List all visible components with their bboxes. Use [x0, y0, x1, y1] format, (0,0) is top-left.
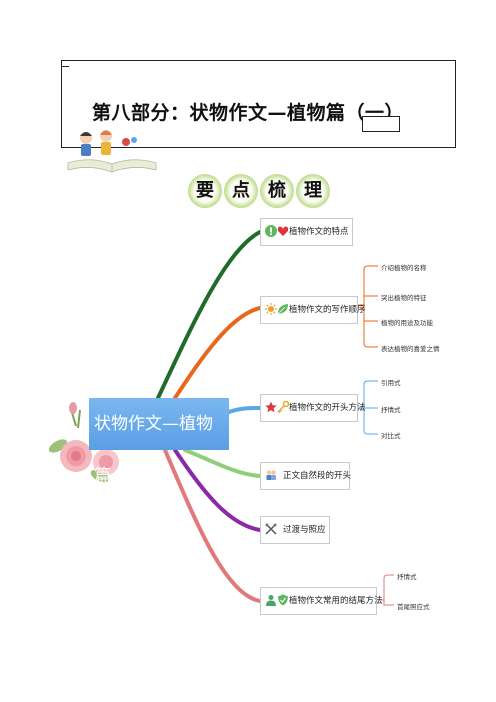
sub-item: 表达植物的喜爱之情 [381, 345, 440, 353]
sub-item: 介绍植物的名称 [381, 264, 427, 272]
branch-label: 植物作文常用的结尾方法 [289, 596, 383, 606]
exclamation-icon [265, 225, 277, 237]
branch-label: 植物作文的写作顺序 [289, 305, 366, 315]
key-icon [277, 401, 289, 413]
branch-transition: 过渡与照应 [260, 516, 330, 544]
mindmap-center-node: 状物作文—植物篇 [89, 398, 229, 486]
branch-paragraph-openings: 正文自然段的开头 [260, 462, 352, 490]
branch-label: 植物作文的特点 [289, 227, 349, 237]
branch-ending-methods: 植物作文常用的结尾方法 [260, 587, 383, 615]
leaf-icon [277, 304, 288, 315]
reading-kids-illustration [67, 130, 157, 173]
corner-mark [61, 66, 69, 67]
heart-icon [277, 226, 289, 236]
people-icon [266, 470, 276, 480]
sub-item: 引用式 [381, 379, 401, 387]
title-frame [61, 60, 456, 148]
sub-item: 突出植物的特征 [381, 294, 427, 302]
section-title-char: 要 [188, 174, 222, 208]
branch-features: 植物作文的特点 [260, 218, 353, 246]
page-title: 第八部分：状物作文—植物篇（一） [92, 102, 405, 124]
branch-label: 过渡与照应 [283, 525, 326, 535]
branch-label: 正文自然段的开头 [283, 471, 352, 481]
shield-icon [278, 594, 288, 606]
section-title-char: 梳 [260, 174, 294, 208]
sun-icon [265, 303, 277, 315]
sub-item: 首尾照应式 [397, 603, 430, 611]
star-icon [265, 401, 277, 413]
section-title-char: 理 [296, 174, 330, 208]
section-title: 要 点 梳 理 [182, 174, 332, 216]
sub-item: 植物的用途及功能 [381, 319, 433, 327]
branch-opening-methods: 植物作文的开头方法 [260, 394, 366, 422]
rose-illustration [48, 402, 119, 483]
sub-item: 抒情式 [381, 406, 401, 414]
title-small-box [362, 116, 400, 132]
branch-label: 植物作文的开头方法 [289, 403, 366, 413]
person-icon [266, 595, 276, 606]
sub-item: 抒情式 [397, 573, 417, 581]
tools-icon [265, 523, 277, 535]
section-title-char: 点 [224, 174, 258, 208]
branch-writing-order: 植物作文的写作顺序 [260, 296, 366, 324]
sub-item: 对比式 [381, 432, 401, 440]
